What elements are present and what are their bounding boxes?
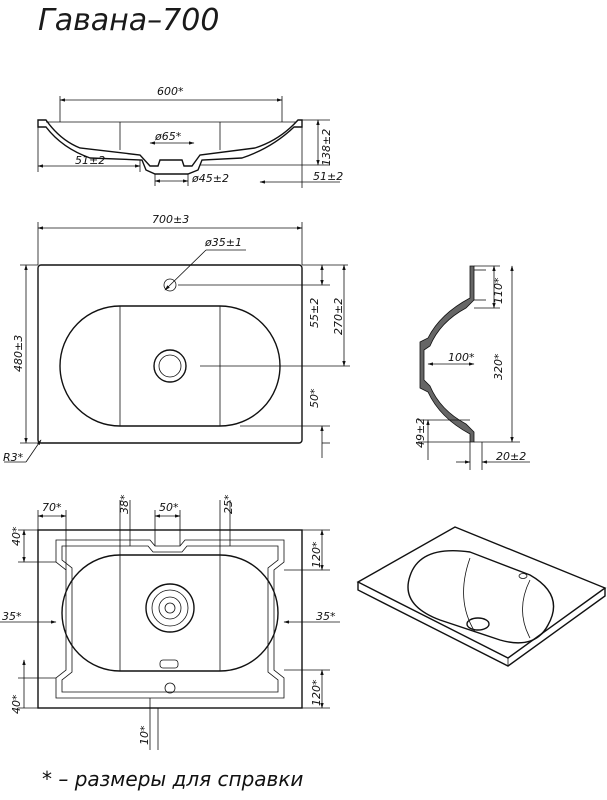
- front-left-offset-label: 51±2: [75, 154, 105, 167]
- bottom-left-mid-label: 35*: [2, 610, 22, 623]
- bottom-right-step-label: 25*: [222, 494, 235, 514]
- top-plan-view: 700±3 ø35±1 480±3 55±2 270±2 50* R3*: [3, 213, 350, 464]
- bottom-right-mid-label: 35*: [316, 610, 336, 623]
- reference-note: * – размеры для справки: [42, 767, 303, 791]
- front-drain-top-label: ø65*: [154, 130, 182, 143]
- bottom-left-top-label: 40*: [10, 526, 23, 546]
- iso-tap-hole-icon: [518, 573, 528, 579]
- iso-bowl-outline: [407, 550, 555, 644]
- side-bottom-label: 49±2: [414, 418, 427, 448]
- top-outline: [37, 264, 303, 444]
- front-drain-bottom-label: ø45±2: [191, 172, 229, 185]
- side-top-label: 110*: [492, 277, 505, 304]
- tap-hole-icon: [163, 278, 177, 292]
- bottom-view: 70* 38* 50* 25* 40* 35* 40* 120* 35* 120…: [0, 494, 340, 750]
- side-section-shape: [419, 265, 475, 443]
- top-drain-inner: [158, 354, 182, 378]
- bottom-rib-inner: [61, 545, 279, 693]
- front-height-label: 138±2: [320, 129, 333, 166]
- bottom-left-step-label: 70*: [42, 501, 62, 514]
- front-right-offset-label: 51±2: [313, 170, 343, 183]
- hole-offset-label: 55±2: [308, 298, 321, 328]
- bowl-depth-label: 270±2: [332, 298, 345, 335]
- top-width-label: 700±3: [152, 213, 189, 226]
- bottom-right-bottom-label: 120*: [310, 679, 323, 706]
- tap-hole-label: ø35±1: [204, 236, 242, 249]
- iso-drain-icon: [466, 617, 490, 631]
- bottom-left-bottom-label: 40*: [10, 694, 23, 714]
- iso-front-edge: [357, 582, 606, 667]
- bottom-rib-outer: [55, 539, 285, 699]
- top-depth-label: 480±3: [12, 335, 25, 372]
- side-edge-label: 20±2: [496, 450, 526, 463]
- front-section-view: 600* ø65* ø45±2 138±2 51±2 51±2: [37, 85, 343, 188]
- bottom-outline: [37, 529, 303, 709]
- bottom-right-top-label: 120*: [310, 541, 323, 568]
- bowl-bottom-label: 50*: [308, 388, 321, 408]
- bottom-center-width-label: 50*: [159, 501, 179, 514]
- isometric-view: [356, 526, 607, 667]
- side-section-view: 110* 320* 100* 49±2 20±2: [414, 265, 530, 470]
- top-drain-outer: [153, 349, 187, 383]
- bottom-center-offset-label: 38*: [118, 494, 131, 514]
- iso-top-surface: [356, 526, 607, 659]
- side-depth-label: 100*: [448, 351, 475, 364]
- bottom-edge-label: 10*: [138, 725, 151, 745]
- side-length-label: 320*: [492, 353, 505, 380]
- bottom-drain-outer: [145, 583, 195, 633]
- drawing-title: Гавана–700: [38, 3, 219, 38]
- corner-radius-label: R3*: [3, 451, 24, 464]
- drain-icon: [164, 602, 176, 614]
- front-width-label: 600*: [157, 85, 184, 98]
